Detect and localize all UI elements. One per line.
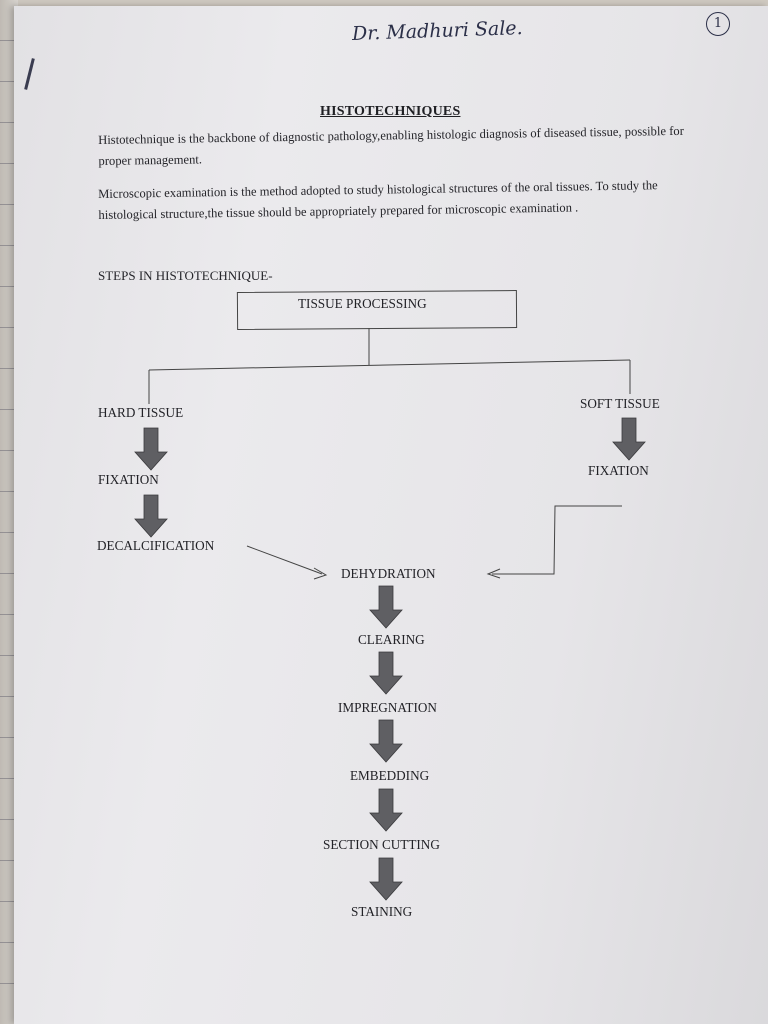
step-dehydration: DEHYDRATION [341, 566, 436, 581]
arrow-clearing-to-impregnation [369, 651, 403, 695]
soft-tissue-label: SOFT TISSUE [580, 396, 660, 411]
step-staining: STAINING [351, 904, 413, 919]
soft-arrowhead [486, 568, 501, 579]
document-title: HISTOTECHNIQUES [320, 104, 461, 119]
arrow-section-to-staining [369, 857, 403, 901]
root-label: TISSUE PROCESSING [298, 296, 427, 311]
step-clearing: CLEARING [358, 632, 425, 647]
hard-tissue-label: HARD TISSUE [98, 405, 184, 420]
steps-heading: STEPS IN HISTOTECHNIQUE- [98, 268, 273, 283]
step-embedding: EMBEDDING [350, 768, 430, 783]
thin-arrowheads [313, 567, 501, 580]
soft-fixation-label: FIXATION [588, 463, 649, 478]
step-section-cutting: SECTION CUTTING [323, 837, 440, 852]
arrow-soft-to-fixation [612, 417, 646, 461]
arrow-impregnation-to-embedding [369, 719, 403, 763]
decalc-arrowhead [313, 567, 328, 580]
arrow-fixation-to-decalc [134, 494, 168, 538]
document-page [14, 6, 768, 1024]
arrow-dehydration-to-clearing [369, 585, 403, 629]
decalcification-label: DECALCIFICATION [97, 538, 215, 553]
hard-fixation-label: FIXATION [98, 472, 159, 487]
binder-edge [0, 0, 18, 1024]
step-impregnation: IMPREGNATION [338, 700, 437, 715]
arrow-embedding-to-section [369, 788, 403, 832]
branch-line [148, 359, 631, 371]
page-number: 1 [706, 12, 730, 36]
decalc-connector [246, 545, 323, 575]
soft-connector [492, 505, 622, 575]
arrow-hard-to-fixation [134, 427, 168, 471]
